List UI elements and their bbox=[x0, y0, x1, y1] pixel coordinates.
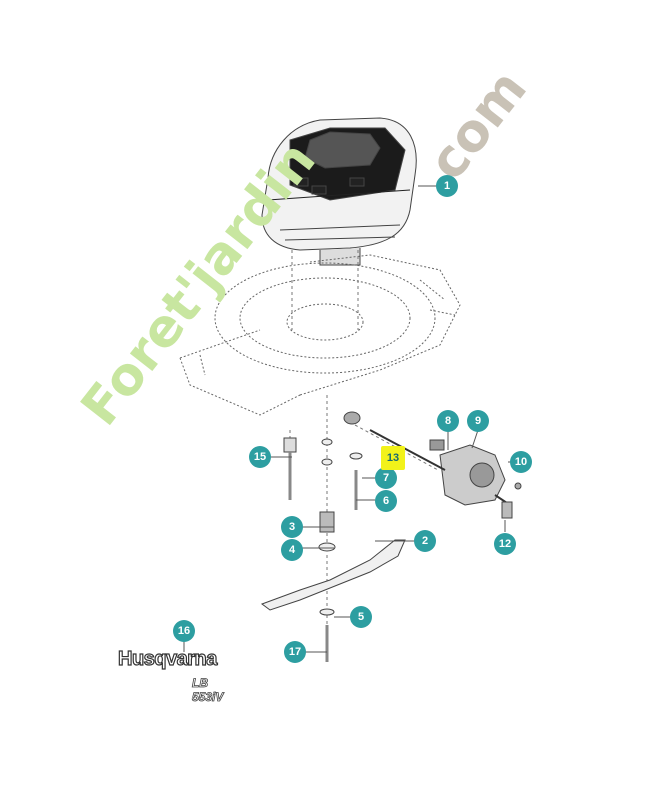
callout-8[interactable]: 8 bbox=[437, 410, 459, 432]
callout-6[interactable]: 6 bbox=[375, 490, 397, 512]
callout-12[interactable]: 12 bbox=[494, 533, 516, 555]
callout-15[interactable]: 15 bbox=[249, 446, 271, 468]
callout-9[interactable]: 9 bbox=[467, 410, 489, 432]
mower-deck-drawing bbox=[179, 254, 461, 416]
battery-cover-drawing bbox=[261, 117, 417, 266]
callout-17[interactable]: 17 bbox=[284, 641, 306, 663]
callout-1[interactable]: 1 bbox=[436, 175, 458, 197]
blade-drawing bbox=[260, 539, 406, 611]
brand-name: Husqvarna bbox=[117, 647, 218, 670]
callout-7[interactable]: 7 bbox=[375, 467, 397, 489]
motor-drawing bbox=[369, 429, 522, 519]
callout-5[interactable]: 5 bbox=[350, 606, 372, 628]
callout-3[interactable]: 3 bbox=[281, 516, 303, 538]
callout-4[interactable]: 4 bbox=[281, 539, 303, 561]
callout-16[interactable]: 16 bbox=[173, 620, 195, 642]
callout-10[interactable]: 10 bbox=[510, 451, 532, 473]
callout-2[interactable]: 2 bbox=[414, 530, 436, 552]
callout-13-highlighted[interactable]: 13 bbox=[381, 446, 405, 470]
model-name: LB 553iV bbox=[192, 676, 224, 705]
